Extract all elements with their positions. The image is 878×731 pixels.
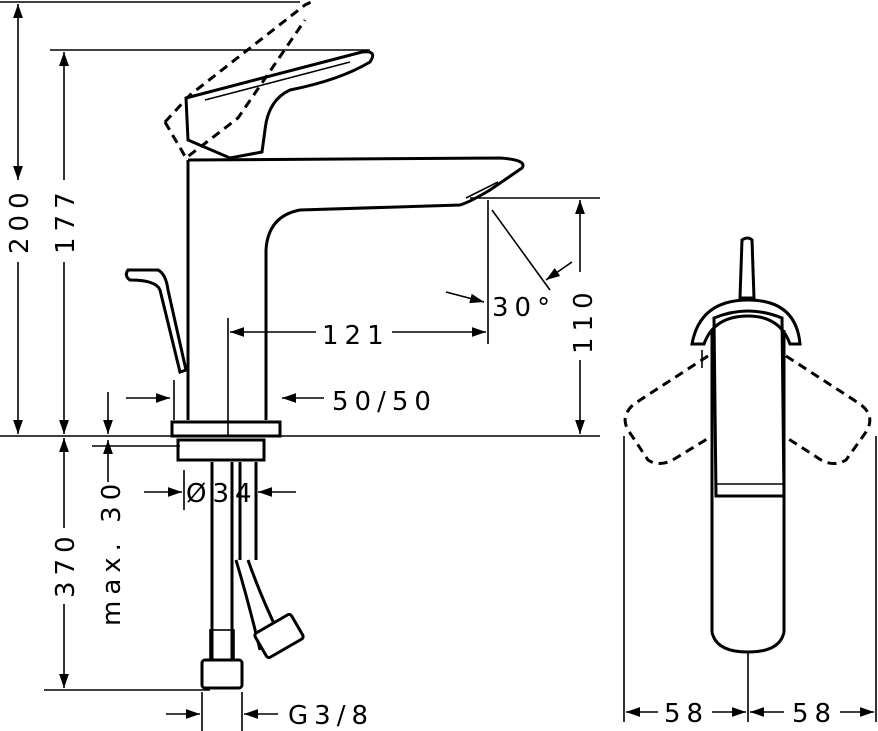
front-body (712, 309, 786, 498)
dim-121: 121 (322, 321, 390, 351)
dim-max-30: max. 30 (97, 478, 127, 626)
dim-50-50: 50/50 (332, 387, 437, 417)
shank (210, 462, 258, 670)
front-lever (738, 236, 756, 300)
dimension-lines (0, 1, 600, 731)
lever (184, 50, 375, 160)
popup-rod (124, 268, 188, 374)
dim-diameter: Ø34 (186, 479, 258, 509)
hose-fitting-right (253, 612, 305, 660)
front-lever-handle (690, 298, 802, 346)
hose-fitting-left (200, 658, 244, 690)
dim-58-left: 58 (664, 699, 709, 729)
faucet-front-view (623, 236, 877, 722)
mounting-nut (176, 438, 266, 462)
dim-58-right: 58 (792, 699, 837, 729)
lever-left-swing (623, 354, 713, 465)
spout (187, 156, 525, 420)
dim-370: 370 (51, 530, 81, 598)
lever-right-swing (783, 354, 872, 465)
dim-110: 110 (569, 286, 599, 354)
base-plate (170, 420, 282, 438)
dim-thread: G3/8 (288, 701, 374, 731)
faucet-side-view (124, 0, 525, 690)
dim-177: 177 (51, 186, 81, 254)
dim-200: 200 (5, 186, 35, 254)
dim-angle: 30° (492, 293, 556, 323)
